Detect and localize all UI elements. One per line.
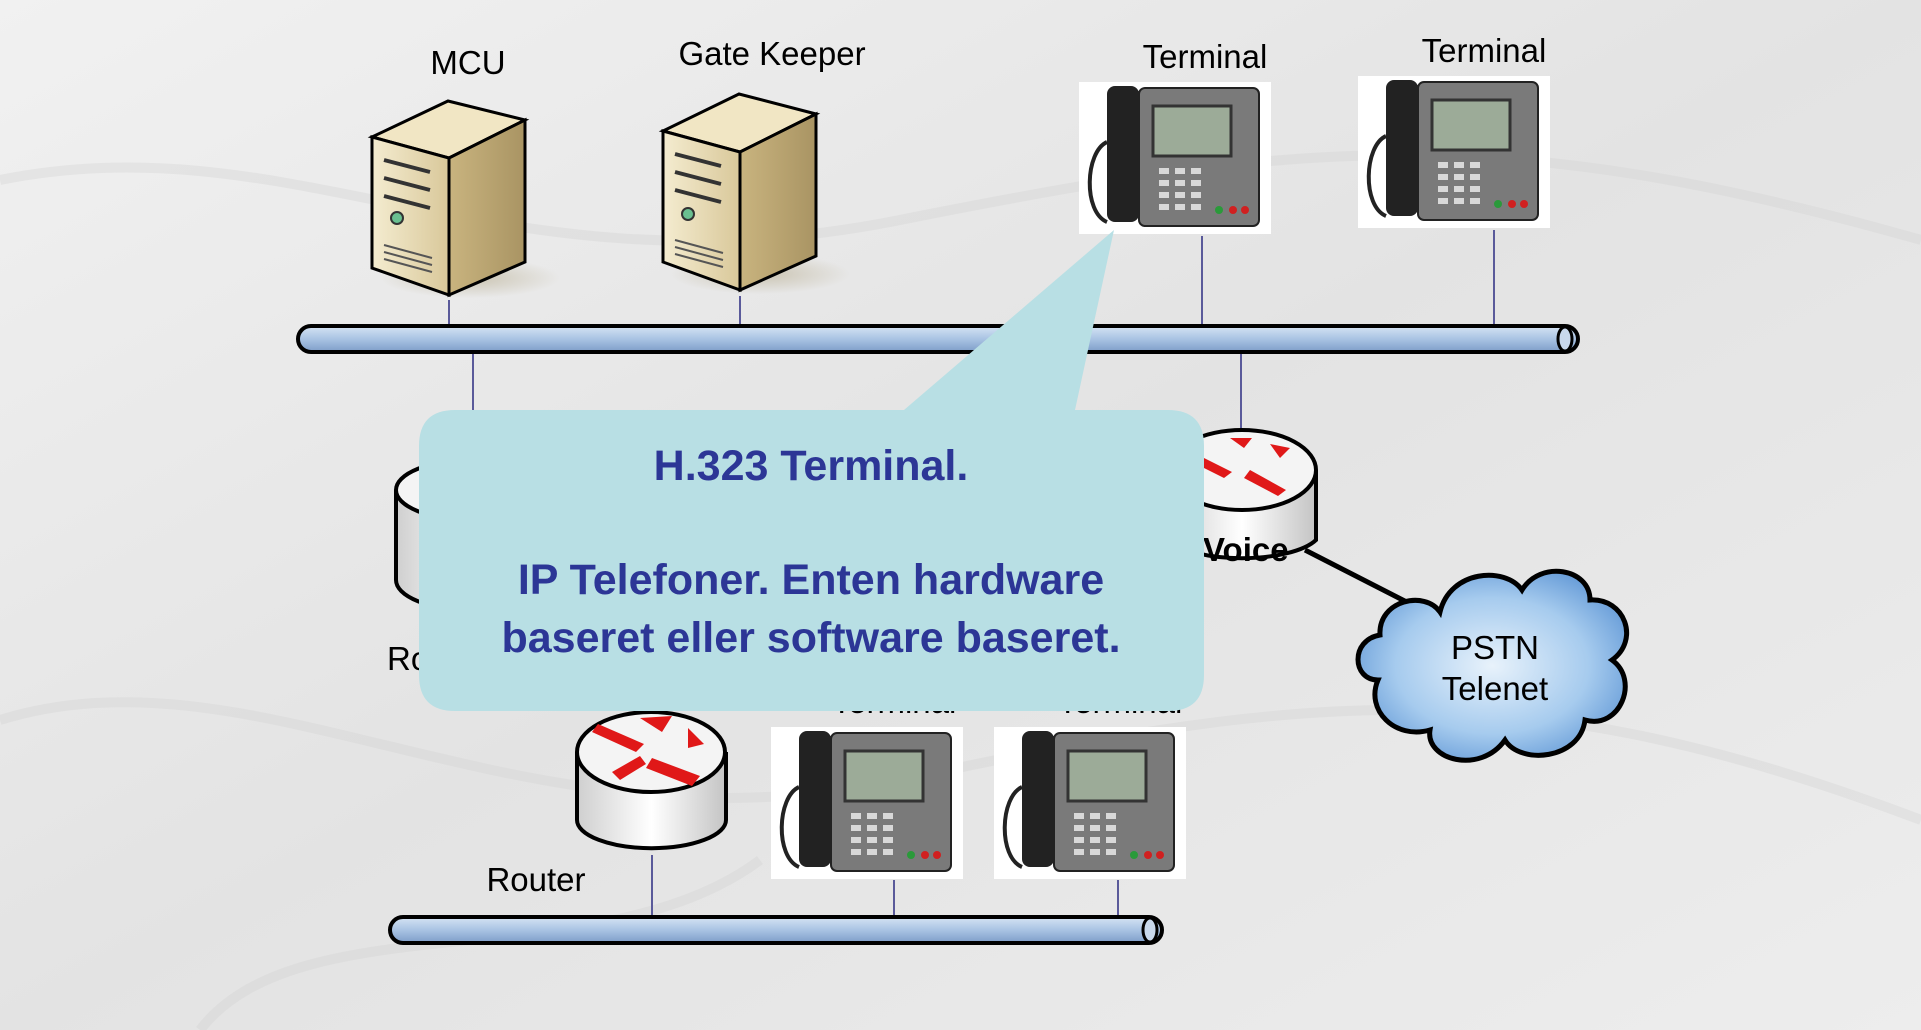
gatekeeper-server-icon (658, 92, 850, 294)
top-network-bus (296, 324, 1580, 354)
mcu-label: MCU (430, 44, 505, 81)
terminal-label-1: Terminal (1143, 38, 1268, 75)
mcu-server-icon (367, 99, 560, 298)
bottom-network-bus (388, 915, 1164, 945)
voice-gateway-router-icon (1166, 428, 1318, 561)
h323-terminal-callout: H.323 Terminal. IP Telefoner. Enten hard… (419, 230, 1204, 711)
pstn-cloud-icon (1355, 568, 1630, 763)
ip-phone-icon (1358, 76, 1550, 228)
router-bottom-icon (575, 710, 728, 851)
callout-text-line2: baseret eller software baseret. (501, 614, 1120, 662)
router-bottom-label: Router (486, 861, 585, 898)
ip-phone-icon (771, 727, 963, 879)
pstn-label-line2: Telenet (1442, 670, 1548, 707)
callout-title: H.323 Terminal. (654, 442, 969, 490)
voice-gateway-label: Voice (1203, 531, 1289, 568)
ip-phone-icon (994, 727, 1186, 879)
ip-phone-icon (1079, 82, 1271, 234)
terminal-label-2: Terminal (1422, 32, 1547, 69)
gatekeeper-label: Gate Keeper (678, 35, 865, 72)
pstn-label-line1: PSTN (1451, 629, 1539, 666)
callout-text-line1: IP Telefoner. Enten hardware (518, 556, 1104, 604)
